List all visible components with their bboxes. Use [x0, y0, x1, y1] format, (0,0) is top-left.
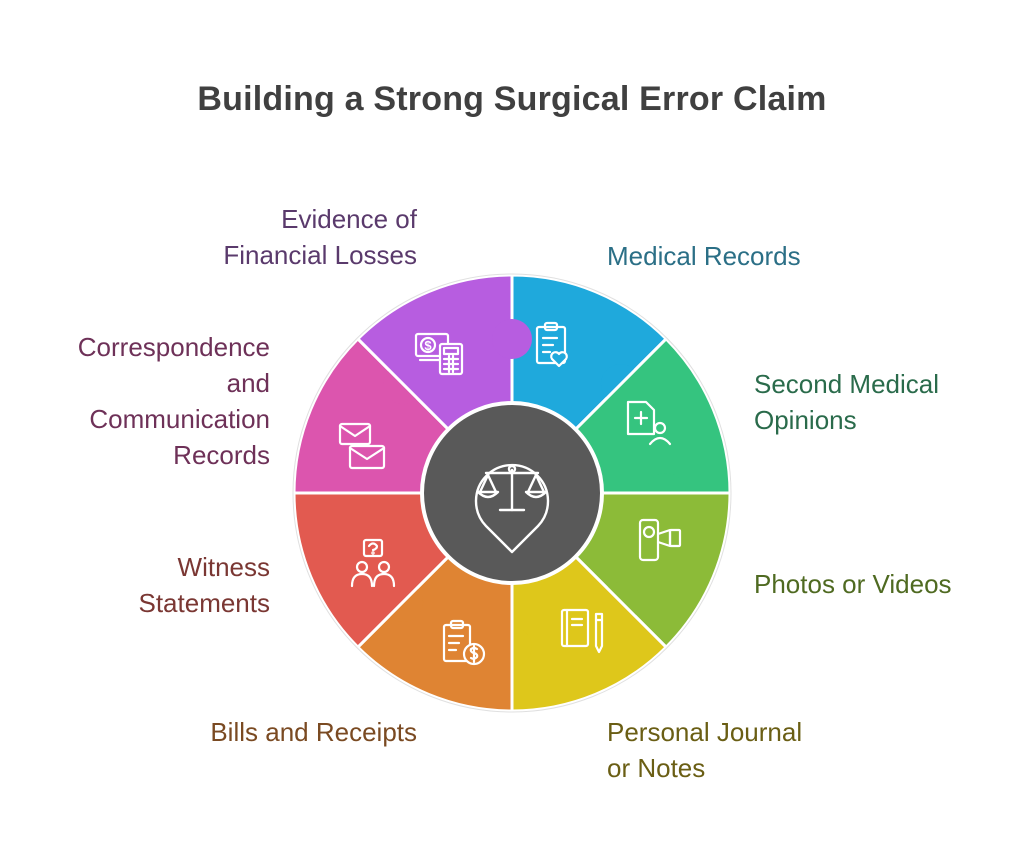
receipt-dollar-icon — [442, 619, 486, 666]
clipboard-heart-icon — [535, 321, 568, 368]
label-witness-statements: Witness Statements — [138, 552, 270, 618]
medical-document-person-icon — [626, 400, 672, 446]
label-photos-or-videos: Photos or Videos — [754, 569, 952, 599]
envelopes-icon — [338, 422, 386, 470]
label-personal-journal-or-notes: Personal Journal or Notes — [607, 717, 803, 783]
label-bills-and-receipts: Bills and Receipts — [210, 717, 417, 747]
label-second-medical-opinions: Second Medical Opinions — [754, 369, 939, 435]
money-calculator-icon: $ — [414, 332, 464, 376]
svg-text:$: $ — [424, 338, 432, 353]
outer-ring — [292, 273, 732, 713]
notebook-pencil-icon — [560, 608, 604, 654]
page-title: Building a Strong Surgical Error Claim — [197, 80, 827, 118]
label-correspondence-and-communication-records: Correspondence and Communication Records — [77, 332, 270, 470]
label-evidence-of-financial-losses: Evidence of Financial Losses — [223, 204, 417, 270]
scales-of-justice-icon — [474, 463, 550, 554]
label-medical-records: Medical Records — [607, 241, 801, 271]
people-question-icon — [350, 538, 396, 588]
video-camera-icon — [638, 518, 682, 562]
puzzle-tab-evidence-of-financial-losses — [492, 319, 532, 359]
